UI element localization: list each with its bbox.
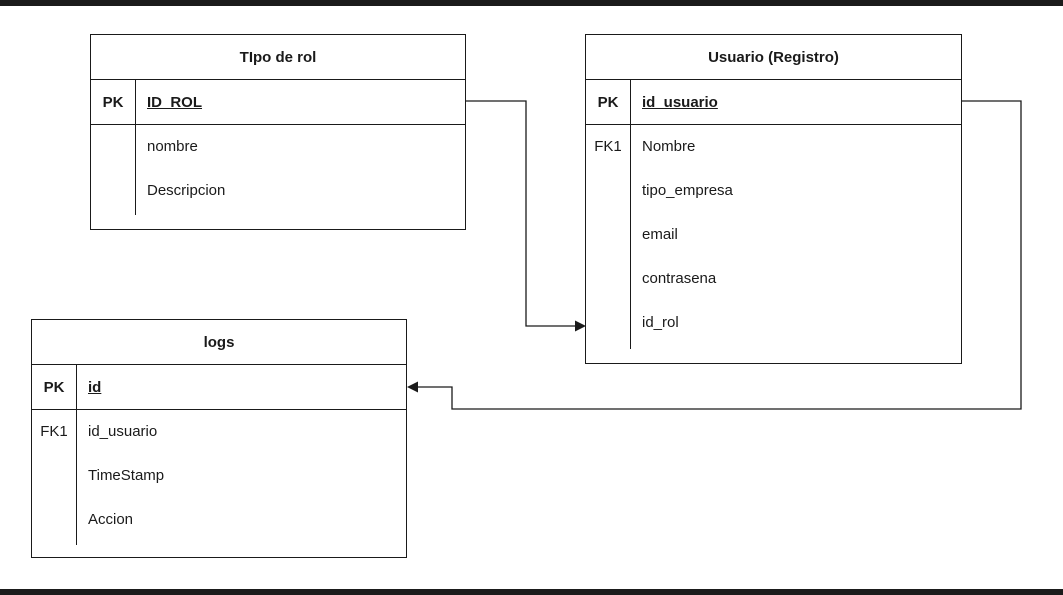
entity-tipo-de-rol[interactable]: TIpo de rol PK ID_ROL nombre Descripcion (90, 34, 466, 230)
pk-field-name: id_usuario (642, 94, 718, 111)
column-divider (76, 410, 77, 545)
fk-label: FK1 (594, 138, 622, 155)
field-row[interactable]: Accion (32, 498, 406, 542)
field-row[interactable]: email (586, 213, 961, 257)
field-list: FK1 Nombre tipo_empresa email contrasena… (586, 125, 961, 349)
field-name: Accion (88, 511, 134, 528)
field-row[interactable]: id_rol (586, 301, 961, 345)
field-row[interactable]: Descripcion (91, 169, 465, 213)
entity-logs[interactable]: logs PK id FK1 id_usuario TimeStamp Acci… (31, 319, 407, 558)
field-row[interactable]: contrasena (586, 257, 961, 301)
pk-label: PK (43, 379, 65, 396)
entity-usuario-registro[interactable]: Usuario (Registro) PK id_usuario FK1 Nom… (585, 34, 962, 364)
pk-label: PK (102, 94, 124, 111)
field-name: id_usuario (88, 423, 158, 440)
column-divider (630, 125, 631, 349)
primary-key-row[interactable]: PK ID_ROL (91, 80, 465, 125)
column-divider (630, 80, 631, 125)
primary-key-row[interactable]: PK id (32, 365, 406, 410)
relationship-rol-usuario (466, 100, 586, 332)
field-name: Nombre (642, 138, 696, 155)
field-row[interactable]: nombre (91, 125, 465, 169)
entity-title: logs (32, 320, 406, 365)
pk-field-name: id (88, 379, 102, 396)
column-divider (135, 80, 136, 125)
field-name: tipo_empresa (642, 182, 733, 199)
column-divider (76, 365, 77, 410)
pk-field-name: ID_ROL (147, 94, 203, 111)
arrowhead-usuario-logs (407, 381, 418, 393)
field-row[interactable]: tipo_empresa (586, 169, 961, 213)
column-divider (135, 125, 136, 215)
fk-label: FK1 (40, 423, 68, 440)
entity-title: Usuario (Registro) (586, 35, 961, 80)
window-frame-bottom (0, 589, 1063, 595)
field-name: Descripcion (147, 182, 226, 199)
window-frame-top (0, 0, 1063, 6)
connector-line-rol-usuario (466, 100, 576, 327)
field-row[interactable]: FK1 Nombre (586, 125, 961, 169)
field-name: contrasena (642, 270, 717, 287)
field-name: TimeStamp (88, 467, 165, 484)
field-list: FK1 id_usuario TimeStamp Accion (32, 410, 406, 545)
field-name: email (642, 226, 678, 243)
pk-label: PK (597, 94, 619, 111)
field-row[interactable]: TimeStamp (32, 454, 406, 498)
primary-key-row[interactable]: PK id_usuario (586, 80, 961, 125)
field-list: nombre Descripcion (91, 125, 465, 215)
field-name: id_rol (642, 314, 679, 331)
entity-title: TIpo de rol (91, 35, 465, 80)
field-name: nombre (147, 138, 198, 155)
field-row[interactable]: FK1 id_usuario (32, 410, 406, 454)
